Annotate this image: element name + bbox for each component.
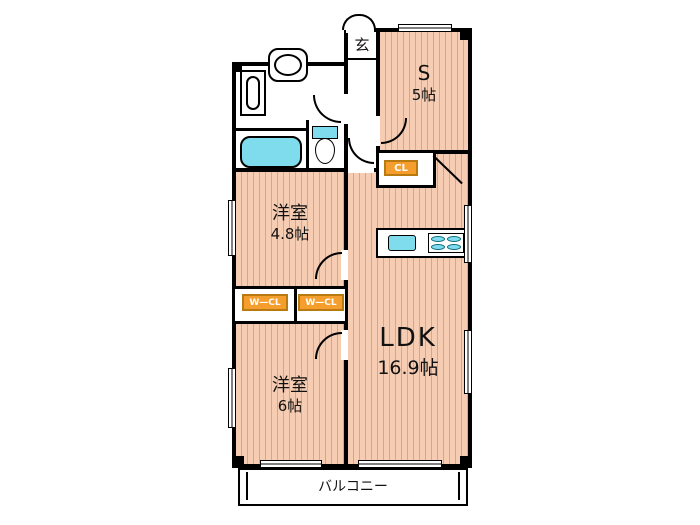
stove-burner-dot	[431, 236, 445, 242]
ldk-size: 16.9帖	[377, 356, 439, 379]
closet-tag-wcl-1-label: W—CL	[249, 297, 281, 308]
service-room-label: S 5帖	[376, 60, 472, 106]
pillar-bottom-right	[460, 456, 472, 468]
western-room-2-size: 6帖	[277, 397, 303, 416]
toilet-bowl-icon	[315, 138, 335, 164]
window-ldk-right-2	[464, 330, 472, 394]
service-room-name: S	[417, 61, 431, 85]
balcony	[238, 468, 468, 506]
stove-burner-dot	[431, 244, 445, 250]
window-service-top	[398, 24, 452, 32]
door-opening-washroom	[341, 94, 348, 124]
wall-entrance-step	[348, 58, 376, 60]
balcony-partition-left	[246, 472, 248, 500]
door-opening-ldk	[348, 165, 374, 173]
window-ldk-right-1	[464, 205, 472, 263]
bathtub-icon	[240, 136, 302, 168]
kitchen-sink-icon	[388, 235, 416, 251]
stove-burner-dot	[447, 244, 461, 250]
ldk-label: LDK 16.9帖	[344, 322, 472, 380]
closet-tag-wcl-2: W—CL	[298, 294, 344, 311]
stove-burner-dot	[447, 236, 461, 242]
window-western1-left	[228, 200, 236, 256]
closet-tag-wcl-2-label: W—CL	[305, 297, 337, 308]
stove-burners-icon	[431, 236, 461, 250]
ldk-name: LDK	[379, 323, 437, 353]
ldk-room	[344, 150, 472, 468]
pillar-washroom-corner	[232, 62, 242, 72]
balcony-label: バルコニー	[318, 479, 388, 495]
wall-toilet-divider	[306, 120, 309, 170]
wall-bathroom-divider	[234, 128, 308, 131]
washbasin-bowl-icon	[274, 54, 302, 76]
western-room-2-label: 洋室 6帖	[232, 374, 348, 417]
door-opening-service	[373, 116, 380, 146]
door-opening-entrance	[346, 27, 374, 33]
washing-machine-drum-icon	[246, 76, 260, 110]
western-room-1-size: 4.8帖	[270, 225, 310, 244]
window-ldk-bottom	[358, 460, 442, 468]
washbasin-icon	[268, 48, 308, 82]
washing-machine-icon	[240, 70, 266, 116]
pillar-bottom-left	[232, 456, 244, 468]
window-western2-left	[228, 368, 236, 428]
door-opening-western2	[341, 330, 348, 360]
kitchen-stove-icon	[428, 233, 464, 253]
western-room-1-label: 洋室 4.8帖	[232, 202, 348, 245]
balcony-partition-right	[458, 472, 460, 500]
closet-tag-cl: CL	[384, 160, 418, 176]
western-room-2-name: 洋室	[272, 375, 308, 396]
window-western2-bottom	[260, 460, 322, 468]
closet-tag-wcl-1: W—CL	[242, 294, 288, 311]
closet-tag-cl-label: CL	[394, 162, 408, 174]
western-room-1-name: 洋室	[272, 203, 308, 224]
entrance-label: 玄	[354, 36, 370, 54]
door-opening-western1	[341, 250, 348, 280]
door-arc-entrance	[342, 14, 376, 30]
service-room-size: 5帖	[411, 86, 437, 104]
pillar-top-right	[460, 28, 472, 40]
